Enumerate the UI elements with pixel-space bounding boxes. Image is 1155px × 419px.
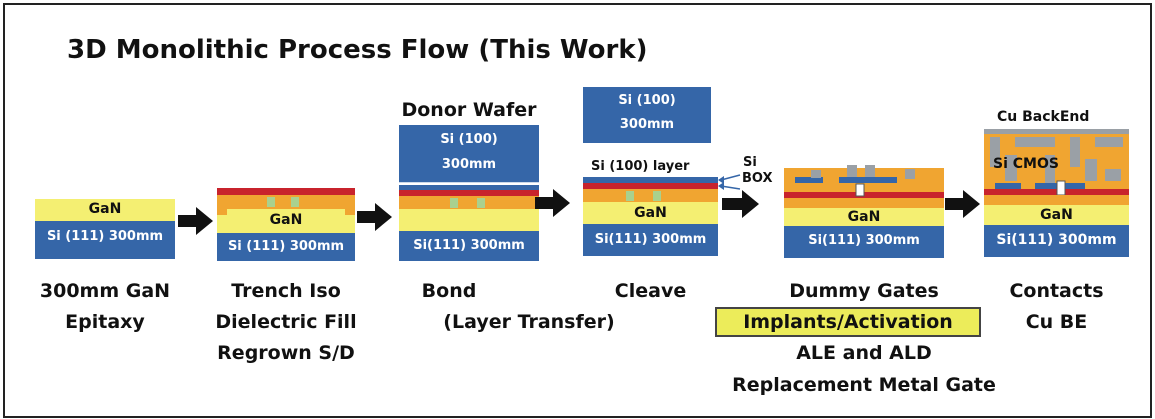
step4-top-wafer-and-stack — [583, 87, 741, 256]
step4-caption-line1: Cleave — [614, 280, 687, 302]
step2-caption-line1: Trench Iso — [231, 280, 341, 302]
cu-backend-label: Cu BackEnd — [997, 109, 1090, 125]
step4-gan-label: GaN — [634, 205, 667, 221]
arrow-right-icon — [178, 207, 213, 235]
step6-wafer-stack — [984, 129, 1129, 257]
step1-gan-label: GaN — [88, 201, 122, 217]
step1-wafer-stack — [35, 199, 175, 259]
step3-caption-line1: Bond — [421, 280, 477, 302]
implants-activation-highlight: Implants/Activation — [715, 307, 981, 337]
box-callout-label: BOX — [742, 171, 773, 186]
step1-caption-line1: 300mm GaN — [39, 280, 171, 302]
step3-caption-line2: (Layer Transfer) — [443, 311, 615, 333]
step4-substrate-label: Si(111) 300mm — [594, 232, 707, 247]
si-cmos-label: Si CMOS — [993, 156, 1059, 172]
step6-gan-label: GaN — [1040, 207, 1073, 223]
step6-substrate-label: Si(111) 300mm — [996, 232, 1117, 248]
donor-wafer-line2: 300mm — [441, 157, 497, 172]
arrow-right-icon — [535, 189, 570, 217]
diagram-frame: 3D Monolithic Process Flow (This Work) G… — [3, 3, 1152, 418]
donor-wafer-title: Donor Wafer — [401, 99, 537, 121]
donor-wafer-line1: Si (100) — [440, 132, 498, 147]
si100-layer-label: Si (100) layer — [591, 159, 690, 174]
step2-wafer-stack — [217, 188, 355, 261]
step5-wafer-stack — [784, 165, 944, 258]
step2-substrate-label: Si (111) 300mm — [227, 239, 345, 254]
step1-substrate-label: Si (111) 300mm — [46, 229, 164, 244]
step5-caption-line3: ALE and ALD — [796, 342, 932, 364]
diagram-title: 3D Monolithic Process Flow (This Work) — [67, 35, 648, 65]
step5-gan-label: GaN — [847, 209, 881, 225]
step2-gan-label: GaN — [269, 212, 303, 228]
step2-caption-line3: Regrown S/D — [217, 342, 355, 364]
step3-substrate-label: Si(111) 300mm — [413, 238, 525, 253]
step1-caption-line2: Epitaxy — [65, 311, 145, 333]
top-wafer-line2: 300mm — [619, 117, 675, 132]
step2-caption-line2: Dielectric Fill — [215, 311, 357, 333]
step3-donor-and-wafer — [399, 125, 539, 261]
step5-caption-line4: Replacement Metal Gate — [732, 374, 996, 396]
top-wafer-line1: Si (100) — [618, 93, 676, 108]
arrow-right-icon — [357, 203, 392, 231]
process-flow-drawing — [35, 87, 1129, 261]
si-callout-label: Si — [743, 155, 757, 170]
step6-caption-line2: Cu BE — [1025, 311, 1088, 333]
step6-caption-line1: Contacts — [1009, 280, 1104, 302]
arrow-right-icon — [945, 190, 980, 218]
arrow-right-icon — [722, 190, 759, 218]
step5-caption-line1: Dummy Gates — [789, 280, 939, 302]
step5-substrate-label: Si(111) 300mm — [808, 233, 920, 248]
